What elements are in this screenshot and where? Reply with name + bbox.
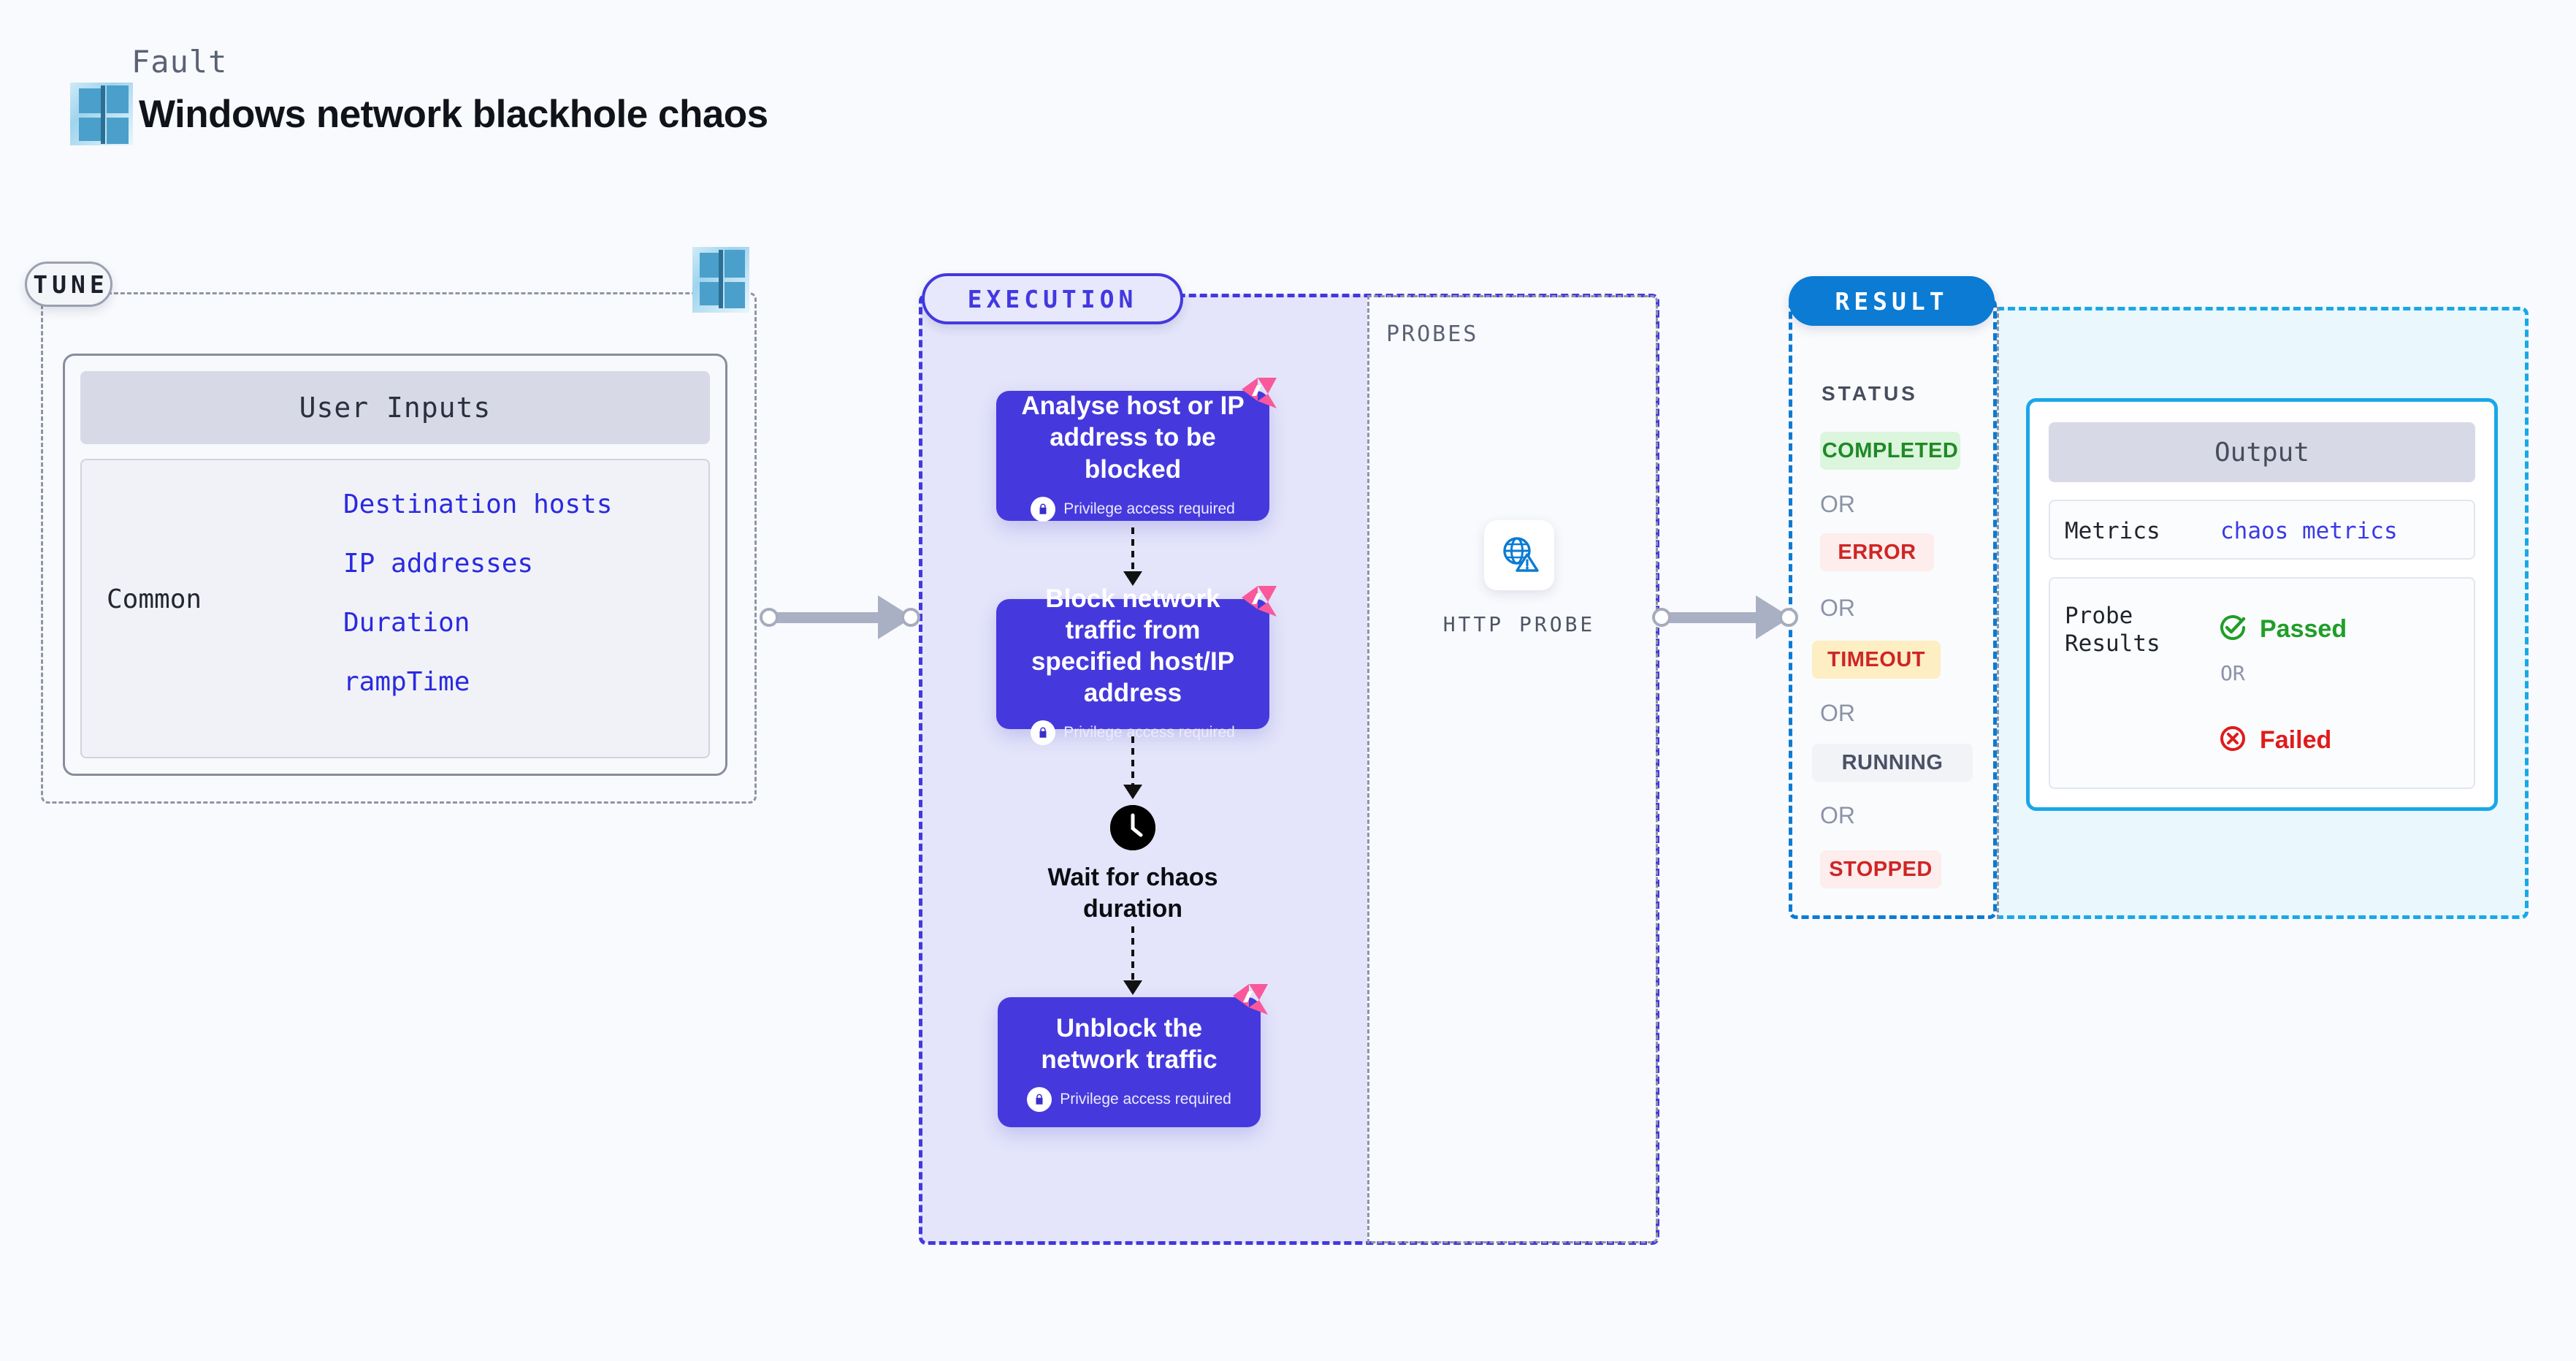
probes-section xyxy=(1367,295,1658,1243)
flow-arrow-head xyxy=(1123,980,1142,995)
probe-result-or-label: OR xyxy=(2220,661,2245,685)
litmus-logo-icon xyxy=(1236,582,1281,627)
lock-icon xyxy=(1031,496,1056,522)
status-badge: TIMEOUT xyxy=(1812,641,1941,679)
connector-tune-to-execution xyxy=(760,595,920,639)
globe-warning-icon xyxy=(1498,533,1540,579)
output-probe-results-key: Probe Results xyxy=(2065,603,2160,657)
wait-node-label: Wait for chaos duration xyxy=(1047,864,1218,923)
step-privilege-note: Privilege access required xyxy=(1031,496,1235,522)
litmus-logo-icon xyxy=(1236,373,1281,419)
probe-card[interactable] xyxy=(1484,520,1554,590)
tune-section-pill: TUNE xyxy=(25,262,112,307)
step-privilege-text: Privilege access required xyxy=(1063,500,1235,517)
status-badge-label: RUNNING xyxy=(1841,750,1944,774)
step-privilege-note: Privilege access required xyxy=(1031,720,1235,746)
connector-probes-to-result xyxy=(1652,595,1798,639)
status-or-label: OR xyxy=(1820,595,1855,621)
status-or-label: OR xyxy=(1820,802,1855,828)
status-badge-label: TIMEOUT xyxy=(1827,647,1925,671)
page-header: Fault Windows network blackhole chaos xyxy=(70,44,768,145)
output-metrics-value[interactable]: chaos metrics xyxy=(2220,518,2398,544)
probe-label: HTTP PROBE xyxy=(1442,612,1596,636)
param-item[interactable]: Destination hosts xyxy=(343,489,613,519)
status-badge-label: ERROR xyxy=(1838,540,1916,564)
probes-section-label: PROBES xyxy=(1386,321,1479,347)
param-group-label: Common xyxy=(107,584,202,614)
probes-divider xyxy=(1367,295,1658,1243)
status-badge-label: COMPLETED xyxy=(1822,438,1959,462)
status-badge: STOPPED xyxy=(1820,850,1941,888)
param-item[interactable]: IP addresses xyxy=(343,549,534,579)
probe-result-failed: Failed xyxy=(2217,723,2331,758)
output-card-title: Output xyxy=(2049,422,2475,482)
execution-pill-label: EXECUTION xyxy=(967,284,1138,313)
windows-logo-icon xyxy=(70,83,133,145)
output-probe-results-row xyxy=(2049,577,2475,789)
flow-arrow-line xyxy=(1131,736,1134,788)
probe-result-passed-label: Passed xyxy=(2260,615,2347,643)
status-badge: COMPLETED xyxy=(1820,432,1960,470)
page-kicker: Fault xyxy=(131,44,228,80)
check-circle-icon xyxy=(2217,612,2248,647)
user-inputs-title: User Inputs xyxy=(80,371,710,444)
result-section-pill: RESULT xyxy=(1789,276,1995,326)
tune-pill-label: TUNE xyxy=(33,270,109,299)
result-section-divider xyxy=(1997,307,1999,919)
step-title: Block network traffic from specified hos… xyxy=(1031,584,1235,708)
step-privilege-note: Privilege access required xyxy=(1027,1087,1231,1113)
step-title: Unblock the network traffic xyxy=(1041,1013,1218,1074)
status-column-label: STATUS xyxy=(1822,382,1918,405)
probe-result-passed: Passed xyxy=(2217,612,2347,647)
status-badge: ERROR xyxy=(1820,533,1934,571)
result-pill-label: RESULT xyxy=(1835,286,1949,316)
step-privilege-text: Privilege access required xyxy=(1063,724,1235,742)
execution-section-pill: EXECUTION xyxy=(922,273,1183,324)
flow-arrow-line xyxy=(1131,926,1134,983)
execution-step-card[interactable]: Analyse host or IP address to be blocked… xyxy=(996,378,1277,522)
flow-arrow-head xyxy=(1123,785,1142,799)
step-privilege-text: Privilege access required xyxy=(1060,1091,1231,1108)
connector-line xyxy=(1668,611,1760,623)
status-or-label: OR xyxy=(1820,700,1855,726)
litmus-logo-icon xyxy=(1227,980,1272,1025)
param-item[interactable]: rampTime xyxy=(343,667,470,697)
page-title: Windows network blackhole chaos xyxy=(139,92,768,136)
tune-windows-badge-icon xyxy=(692,247,749,313)
param-list: Destination hosts IP addresses Duration … xyxy=(343,489,612,697)
execution-step-card[interactable]: Unblock the network traffic Privilege ac… xyxy=(998,984,1268,1127)
status-badge-label: STOPPED xyxy=(1829,857,1933,881)
clock-icon xyxy=(1110,805,1155,850)
user-inputs-body xyxy=(80,459,710,758)
flow-arrow-head xyxy=(1123,571,1142,586)
output-metrics-row xyxy=(2049,500,2475,560)
x-circle-icon xyxy=(2217,723,2248,758)
status-badge: RUNNING xyxy=(1812,744,1973,782)
connector-end-dot xyxy=(1779,608,1798,627)
execution-step-card[interactable]: Block network traffic from specified hos… xyxy=(996,584,1277,746)
output-metrics-key: Metrics xyxy=(2065,518,2160,544)
param-item[interactable]: Duration xyxy=(343,608,470,638)
step-title: Analyse host or IP address to be blocked xyxy=(1021,392,1245,484)
lock-icon xyxy=(1031,720,1056,746)
lock-icon xyxy=(1027,1087,1052,1113)
connector-start-dot xyxy=(1652,608,1671,627)
probe-result-failed-label: Failed xyxy=(2260,726,2332,754)
flow-arrow-line xyxy=(1131,527,1134,574)
connector-end-dot xyxy=(901,608,920,627)
connector-line xyxy=(776,611,882,623)
connector-start-dot xyxy=(760,608,779,627)
status-or-label: OR xyxy=(1820,491,1855,517)
tune-section xyxy=(41,292,757,804)
